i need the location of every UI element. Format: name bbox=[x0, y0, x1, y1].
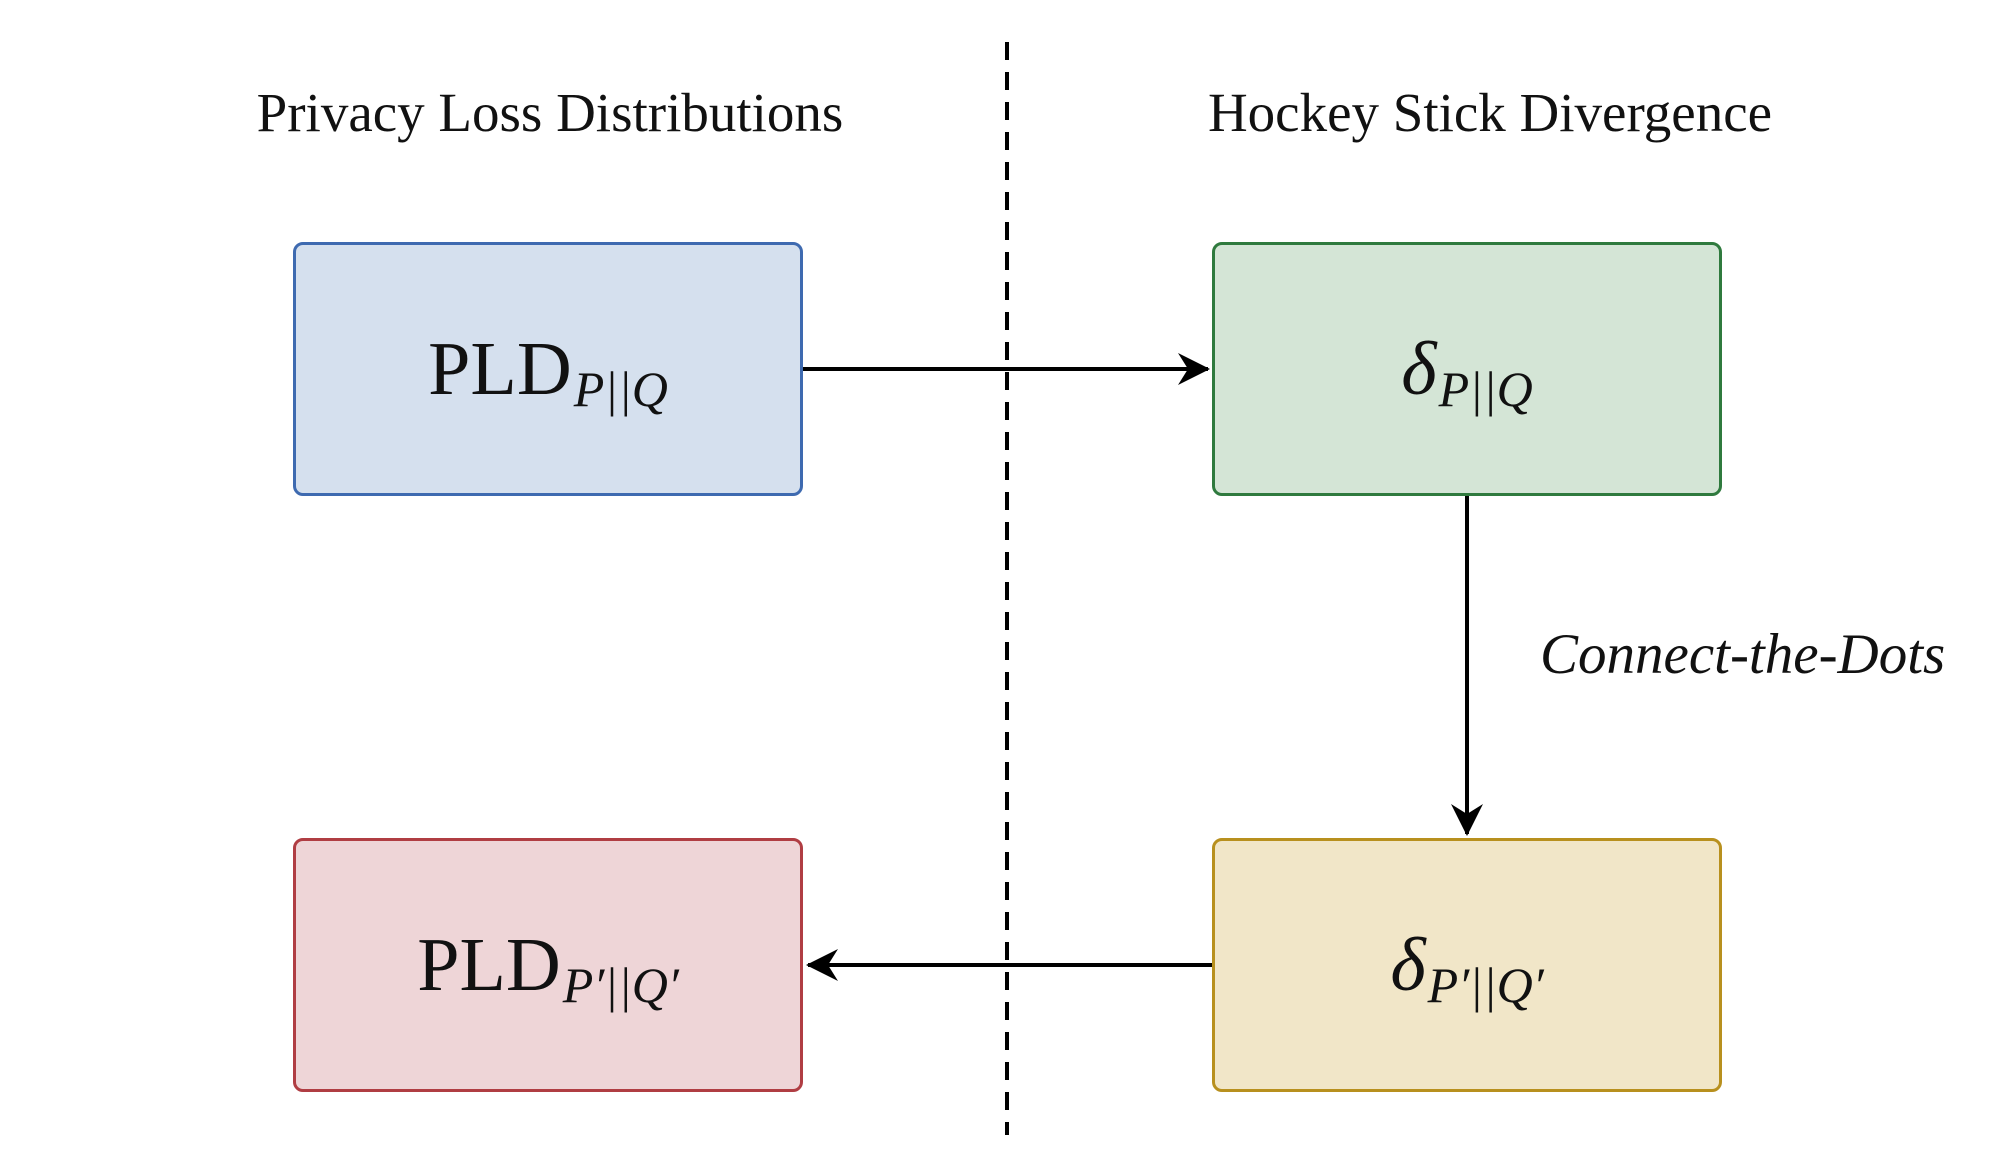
heading-privacy-loss-distributions: Privacy Loss Distributions bbox=[256, 82, 844, 143]
node-subscript: P′||Q′ bbox=[1427, 957, 1544, 1013]
arrowhead-left bbox=[806, 949, 838, 981]
arrowhead-right bbox=[1178, 353, 1210, 385]
node-main-symbol: PLD bbox=[417, 923, 561, 1007]
node-subscript: P′||Q′ bbox=[562, 957, 679, 1013]
arrowhead-down bbox=[1451, 804, 1483, 836]
node-main-symbol: δ bbox=[1401, 327, 1437, 411]
heading-hockey-stick-divergence: Hockey Stick Divergence bbox=[1207, 82, 1773, 143]
node-subscript: P||Q bbox=[1438, 361, 1533, 417]
edge-label-connect-the-dots: Connect-the-Dots bbox=[1540, 623, 1946, 686]
node-main-symbol: PLD bbox=[428, 327, 572, 411]
node-subscript: P||Q bbox=[573, 361, 668, 417]
node-main-symbol: δ bbox=[1390, 923, 1426, 1007]
